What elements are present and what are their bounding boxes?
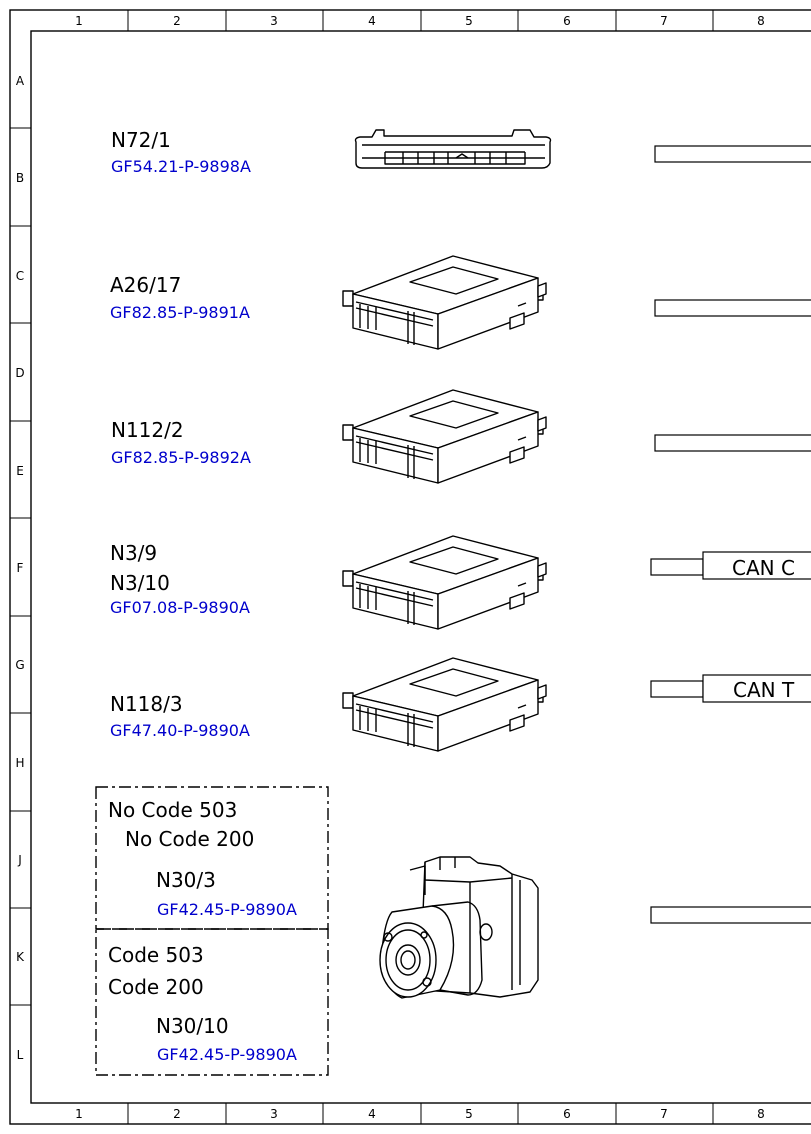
code-box-lower[interactable]: Code 503 Code 200 N30/10 GF42.45-P-9890A [108,943,297,1064]
component-id: N30/10 [156,1014,229,1038]
can-t-connection: CAN T [650,674,811,703]
n72-1-connector-drawing [354,129,552,169]
n72-1-wire-stub [654,145,811,163]
a26-17-module-drawing [342,255,547,350]
row-letter-h: H [15,756,24,770]
row-letter-c: C [16,269,24,283]
col-num-bottom-6: 6 [563,1107,571,1121]
component-ref-link[interactable]: GF82.85-P-9891A [110,303,250,322]
bottom-column-ruler: 1 2 3 4 5 6 7 8 [75,1103,765,1124]
can-c-wire-stub [650,558,704,576]
col-num-6: 6 [563,14,571,28]
col-num-5: 5 [465,14,473,28]
can-t-bus-box [702,674,811,703]
n112-2-wire-stub [654,434,811,452]
col-num-bottom-2: 2 [173,1107,181,1121]
component-n118-3[interactable]: N118/3 GF47.40-P-9890A [110,692,250,740]
hydraulic-unit-wire-stub [650,906,811,924]
col-num-bottom-7: 7 [660,1107,668,1121]
can-t-label: CAN T [733,678,795,702]
component-id: N30/3 [156,868,216,892]
inner-frame [30,30,811,1104]
component-ref-link[interactable]: GF54.21-P-9898A [111,157,251,176]
component-id: N3/9 [110,541,157,565]
code-variant-boxes [95,786,329,1076]
component-id-2: N3/10 [110,571,170,595]
code-box-lower-frame [95,928,329,1076]
component-ref-link[interactable]: GF82.85-P-9892A [111,448,251,467]
col-num-2: 2 [173,14,181,28]
col-num-bottom-4: 4 [368,1107,376,1121]
component-id: A26/17 [110,273,181,297]
code-condition-1: No Code 503 [108,798,237,822]
code-condition-1: Code 503 [108,943,204,967]
component-n72-1[interactable]: N72/1 GF54.21-P-9898A [111,128,251,176]
n118-3-module-drawing [342,657,547,752]
col-num-bottom-5: 5 [465,1107,473,1121]
n112-2-module-drawing [342,389,547,484]
code-condition-2: No Code 200 [125,827,254,851]
row-letter-d: D [15,366,24,380]
component-a26-17[interactable]: A26/17 GF82.85-P-9891A [110,273,250,322]
col-num-bottom-3: 3 [270,1107,278,1121]
component-ref-link[interactable]: GF47.40-P-9890A [110,721,250,740]
col-num-8: 8 [757,14,765,28]
col-num-bottom-8: 8 [757,1107,765,1121]
can-c-connection: CAN C [650,551,811,580]
component-ref-link[interactable]: GF07.08-P-9890A [110,598,250,617]
code-condition-2: Code 200 [108,975,204,999]
component-ref-link[interactable]: GF42.45-P-9890A [157,1045,297,1064]
left-row-ruler: A B C D E F G H J K L [10,74,31,1062]
component-ref-link[interactable]: GF42.45-P-9890A [157,900,297,919]
a26-17-wire-stub [654,299,811,317]
component-id: N112/2 [111,418,184,442]
row-letter-f: F [17,561,24,575]
col-num-1: 1 [75,14,83,28]
top-column-ruler: 1 2 3 4 5 6 7 8 [75,10,765,31]
component-id: N72/1 [111,128,171,152]
component-n112-2[interactable]: N112/2 GF82.85-P-9892A [111,418,251,467]
row-letter-k: K [16,950,25,964]
col-num-bottom-1: 1 [75,1107,83,1121]
component-id: N118/3 [110,692,183,716]
component-n3-9-n3-10[interactable]: N3/9 N3/10 GF07.08-P-9890A [110,541,250,617]
row-letter-l: L [17,1048,24,1062]
col-num-7: 7 [660,14,668,28]
outer-frame [9,9,811,1125]
can-c-label: CAN C [732,556,795,580]
n3-module-drawing [342,535,547,630]
col-num-4: 4 [368,14,376,28]
row-letter-a: A [16,74,25,88]
code-box-upper[interactable]: No Code 503 No Code 200 N30/3 GF42.45-P-… [108,798,297,919]
col-num-3: 3 [270,14,278,28]
row-letter-b: B [16,171,24,185]
can-c-bus-box [702,551,811,580]
hydraulic-unit-drawing [379,856,539,999]
can-t-wire-stub [650,680,704,698]
row-letter-j: J [17,853,22,867]
row-letter-g: G [15,658,24,672]
row-letter-e: E [16,464,24,478]
